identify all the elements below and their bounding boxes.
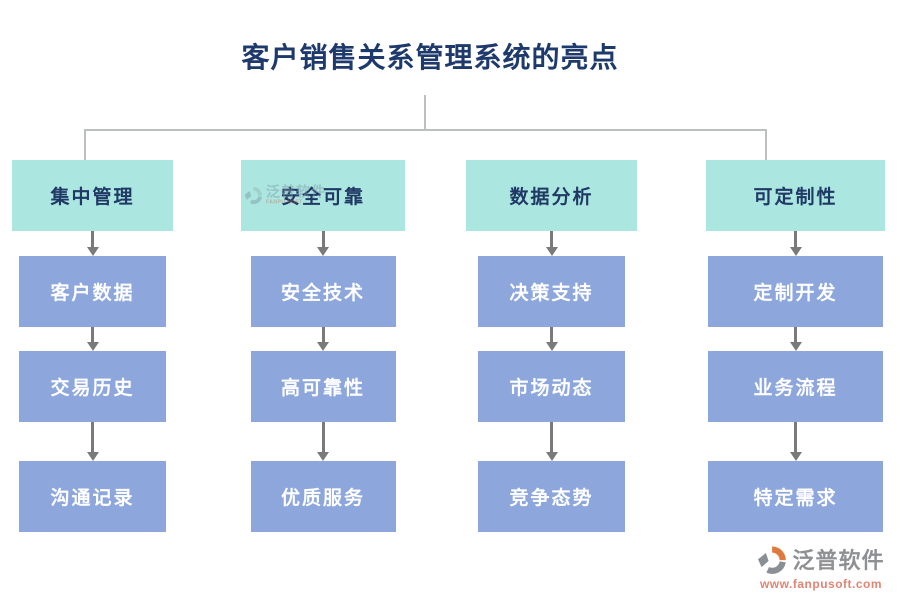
fanpu-logo: 泛普软件 www.fanpusoft.com — [750, 546, 892, 590]
fanpu-logo-icon — [758, 546, 787, 574]
brand-name: 泛普软件 — [792, 548, 885, 573]
arrow-down-icon — [545, 327, 558, 351]
arrow-down-icon — [317, 231, 329, 256]
item-box: 高可靠性 — [250, 351, 396, 422]
header-box: 数据分析 — [466, 160, 637, 231]
header-box: 泛普软件 FANPU SOFT 安全可靠 — [241, 160, 405, 231]
page-title: 客户销售关系管理系统的亮点 — [241, 43, 619, 74]
item-box: 沟通记录 — [19, 461, 166, 532]
arrow-down-icon — [317, 422, 329, 461]
arrow-down-icon — [86, 327, 99, 351]
site-url: www.fanpusoft.com — [759, 577, 883, 591]
item-box: 决策支持 — [478, 256, 625, 327]
header-box: 集中管理 — [12, 160, 173, 231]
arrow-down-icon — [789, 327, 802, 351]
item-box: 业务流程 — [708, 351, 883, 422]
column-customizability: 可定制性 定制开发 业务流程 特定需求 — [706, 160, 885, 532]
arrow-down-icon — [86, 231, 99, 256]
connector-vertical-right — [765, 131, 767, 161]
arrow-down-icon — [317, 327, 329, 351]
connector-horizontal — [84, 129, 767, 131]
connector-vertical-left — [84, 131, 86, 160]
fanpu-logo-icon — [244, 186, 263, 204]
item-box: 特定需求 — [708, 461, 883, 532]
item-box: 优质服务 — [250, 461, 396, 532]
item-box: 安全技术 — [250, 256, 396, 327]
item-box: 客户数据 — [19, 256, 166, 327]
column-centralized-management: 集中管理 客户数据 交易历史 沟通记录 — [12, 160, 173, 532]
item-box: 竞争态势 — [478, 461, 625, 532]
column-safe-reliable: 泛普软件 FANPU SOFT 安全可靠 安全技术 高可靠性 优质服务 — [241, 160, 405, 532]
arrow-down-icon — [545, 231, 558, 256]
arrow-down-icon — [789, 231, 802, 256]
item-box: 定制开发 — [708, 256, 883, 327]
arrow-down-icon — [789, 422, 802, 461]
connector-vertical-center — [424, 95, 426, 131]
item-box: 交易历史 — [19, 351, 166, 422]
column-data-analysis: 数据分析 决策支持 市场动态 竞争态势 — [466, 160, 637, 532]
header-label: 安全可靠 — [280, 187, 365, 208]
header-box: 可定制性 — [706, 160, 885, 231]
item-box: 市场动态 — [478, 351, 625, 422]
arrow-down-icon — [545, 422, 558, 461]
arrow-down-icon — [86, 422, 99, 461]
